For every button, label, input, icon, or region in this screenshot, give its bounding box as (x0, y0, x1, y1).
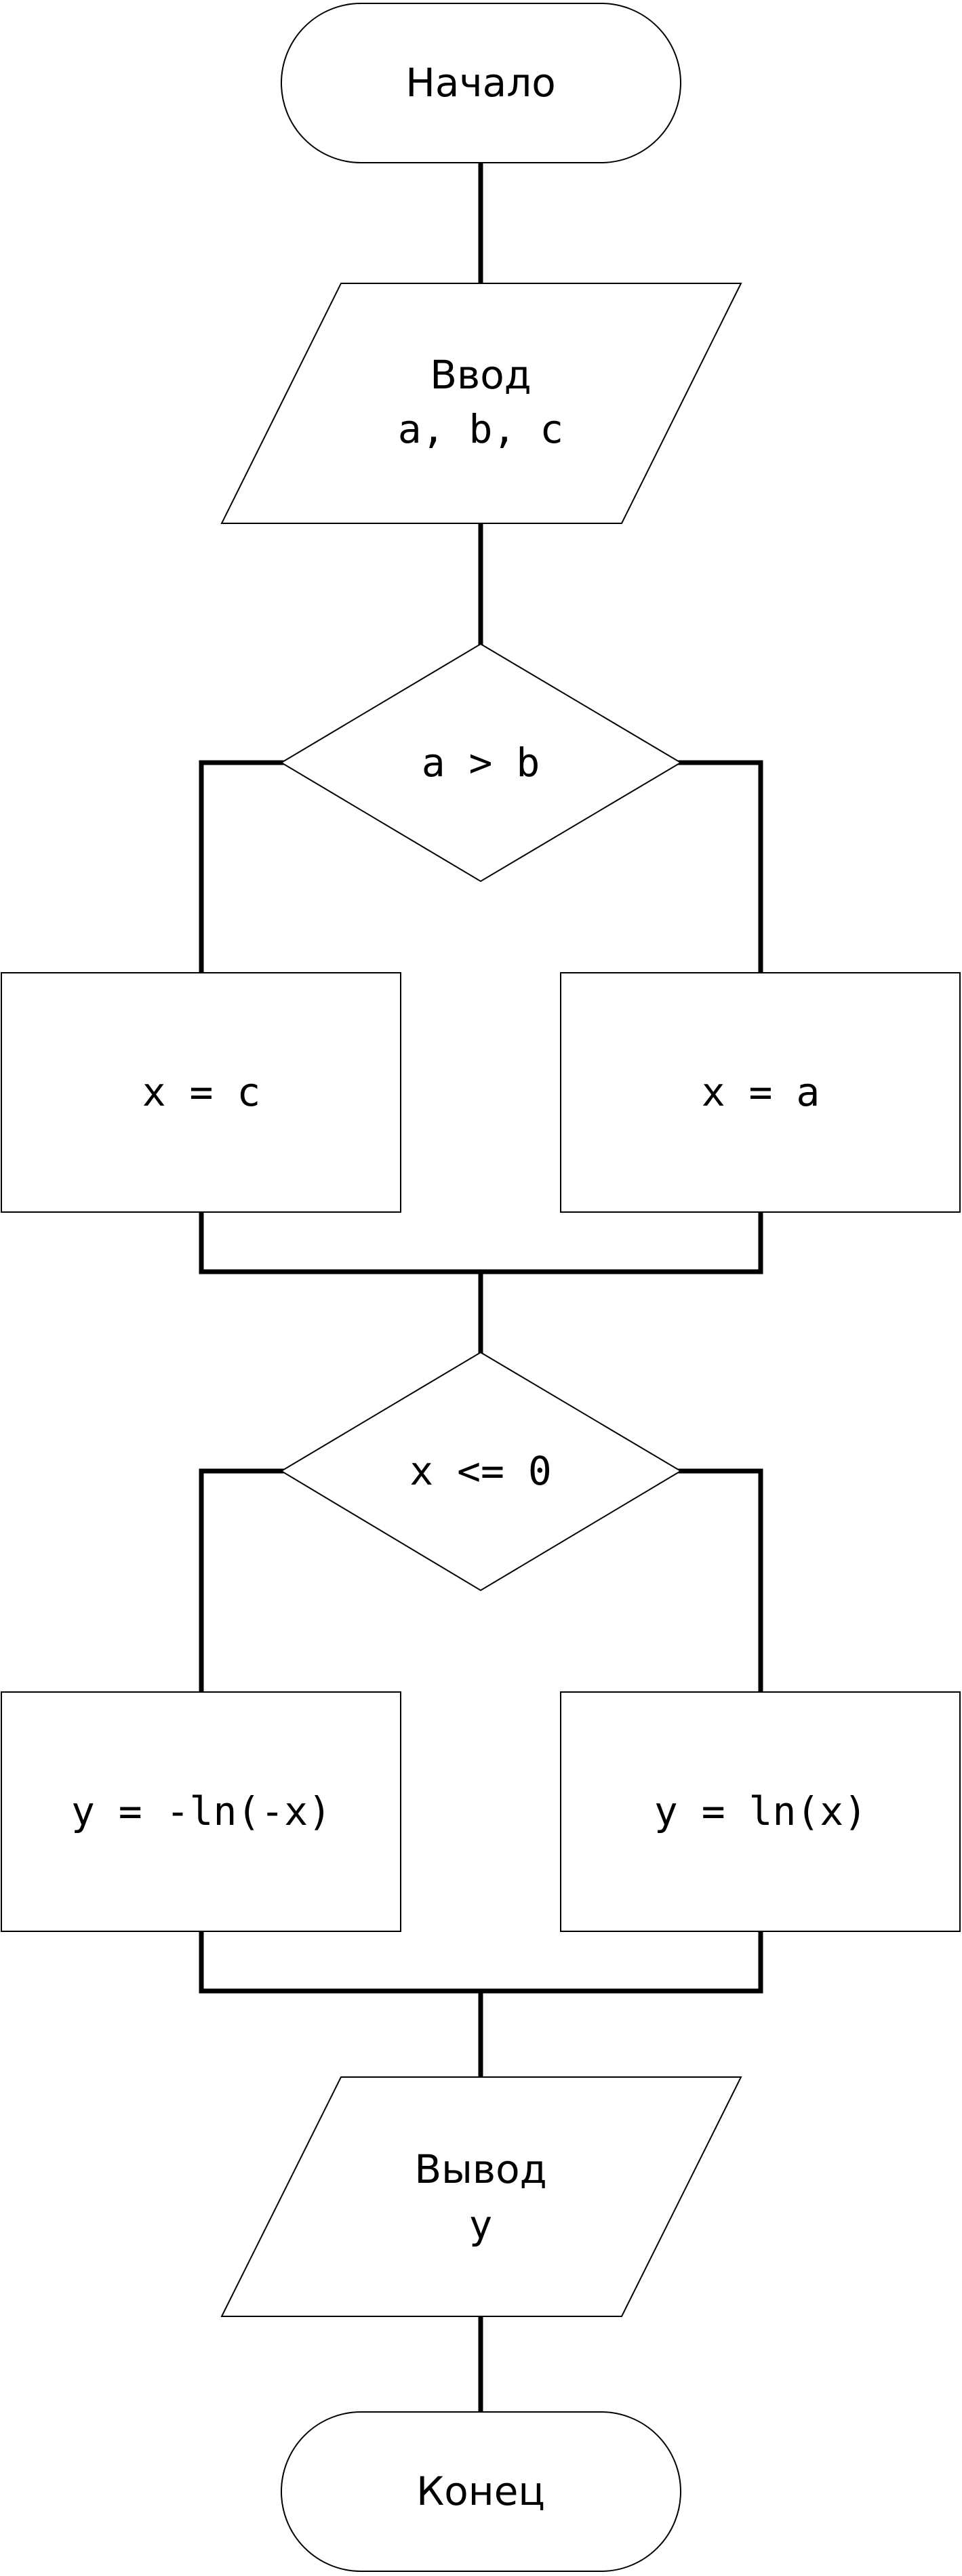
input-label: Ввод (430, 352, 532, 398)
end-label: Конец (416, 2468, 545, 2514)
connector-merge1 (199, 1209, 763, 1274)
input-block: Ввод a, b, c (220, 283, 742, 524)
end-terminator: Конец (281, 2411, 681, 2572)
assign-right-label: x = a (702, 1069, 820, 1115)
connector-decision2-left (199, 1468, 284, 1695)
process-y-ln: y = ln(x) (560, 1691, 961, 1932)
calc-right-label: y = ln(x) (654, 1788, 867, 1834)
connectors (199, 160, 763, 2415)
process-x-equals-a: x = a (560, 972, 961, 1213)
decision-x-le-0: x <= 0 (280, 1351, 682, 1592)
connector-decision1-right (678, 760, 763, 975)
decision2-label: x <= 0 (409, 1448, 552, 1494)
decision-a-gt-b: a > b (280, 643, 682, 883)
connector-merge2 (199, 1929, 763, 1994)
input-variables: a, b, c (398, 406, 563, 452)
process-y-neg-ln: y = -ln(-x) (1, 1691, 401, 1932)
start-label: Начало (405, 60, 556, 106)
decision1-label: a > b (422, 740, 540, 786)
output-label: Вывод (414, 2146, 546, 2192)
connector-decision2-right (678, 1468, 763, 1695)
connector-decision1-left (199, 760, 284, 975)
output-block: Вывод y (220, 2076, 742, 2317)
assign-left-label: x = c (142, 1069, 261, 1115)
output-variable: y (469, 2202, 493, 2248)
start-terminator: Начало (281, 3, 681, 163)
process-x-equals-c: x = c (1, 972, 401, 1213)
calc-left-label: y = -ln(-x) (71, 1788, 332, 1834)
